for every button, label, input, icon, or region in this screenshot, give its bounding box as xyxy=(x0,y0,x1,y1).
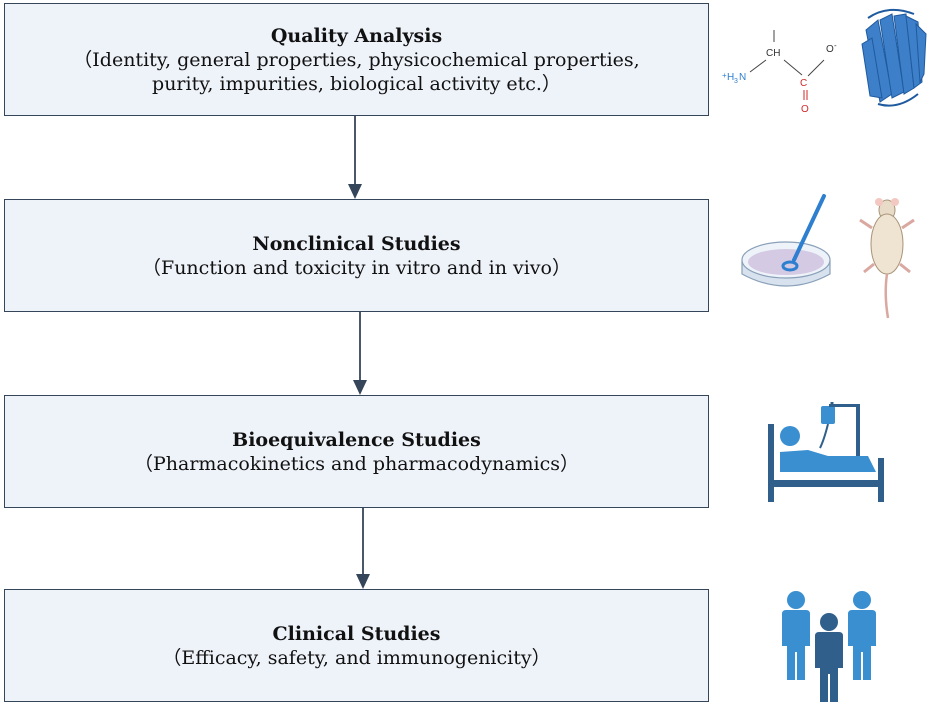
amino-acid-structure-icon: CH + H 3 N C O - O xyxy=(722,30,837,115)
step-title: Clinical Studies xyxy=(272,622,441,645)
petri-dish-icon xyxy=(741,194,831,287)
molecule-plus-label: + xyxy=(722,71,727,80)
molecule-o-label: O xyxy=(801,104,809,115)
molecule-3-label: 3 xyxy=(734,78,738,85)
molecule-n-label: N xyxy=(739,72,746,83)
step-bioequivalence-studies: Bioequivalence Studies （Pharmacokinetics… xyxy=(4,395,709,508)
step-title: Bioequivalence Studies xyxy=(232,428,481,451)
arrow-1-to-2 xyxy=(348,116,362,199)
molecule-c-label: C xyxy=(800,78,807,89)
protein-barrel-icon xyxy=(861,8,927,107)
molecule-h-label: H xyxy=(727,72,734,83)
molecule-o-minus-label: O xyxy=(826,44,834,55)
molecule-ch-label: CH xyxy=(766,48,780,59)
step-title: Quality Analysis xyxy=(270,24,443,47)
arrow-3-to-4 xyxy=(356,508,370,589)
step-description: （Efficacy, safety, and immunogenicity） xyxy=(162,646,551,669)
step-quality-analysis: Quality Analysis （Identity, general prop… xyxy=(4,3,709,116)
people-group-icon xyxy=(782,591,876,702)
step-clinical-studies: Clinical Studies （Efficacy, safety, and … xyxy=(4,589,709,702)
arrow-2-to-3 xyxy=(353,312,367,395)
step-title: Nonclinical Studies xyxy=(252,232,461,255)
step-description: （Pharmacokinetics and pharmacodynamics） xyxy=(133,452,580,475)
molecule-minus-label: - xyxy=(834,41,837,50)
step-description: （Function and toxicity in vitro and in v… xyxy=(142,256,571,279)
step-nonclinical-studies: Nonclinical Studies （Function and toxici… xyxy=(4,199,709,312)
step-description: （Identity, general properties, physicoch… xyxy=(73,48,640,95)
patient-bed-icon xyxy=(768,402,884,502)
lab-rat-icon xyxy=(859,198,915,319)
